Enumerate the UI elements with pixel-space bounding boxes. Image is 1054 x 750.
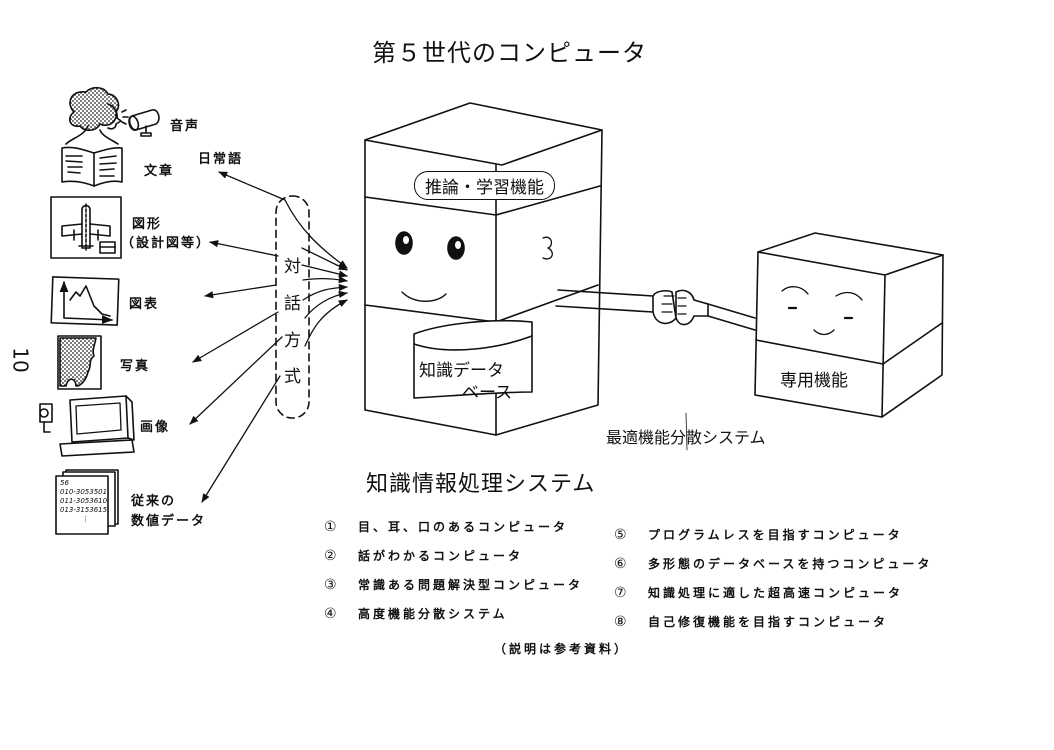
features-left: ① 目、耳、口のあるコンピュータ ② 話がわかるコンピュータ ③ 常識ある問題解決型コ… xyxy=(324,518,583,634)
dialogue-char-4: 式 xyxy=(284,362,301,387)
everyday-language-label: 日常語 xyxy=(198,152,244,167)
feature-num: ⑦ xyxy=(614,585,630,601)
speaking-person-icon xyxy=(65,86,129,145)
distribution-system-label: 最適機能分散システム xyxy=(606,428,766,447)
feature-item: ① 目、耳、口のあるコンピュータ xyxy=(324,518,583,547)
input-label-voice: 音声 xyxy=(170,119,201,134)
feature-item: ③ 常識ある問題解決型コンピュータ xyxy=(324,576,583,605)
dialogue-char-2: 話 xyxy=(284,289,301,314)
knowledge-db-label-2: ベース xyxy=(462,383,513,403)
feature-item: ⑧ 自己修復機能を目指すコンピュータ xyxy=(614,613,932,642)
feature-text: 話がわかるコンピュータ xyxy=(358,549,524,563)
feature-text: 自己修復機能を目指すコンピュータ xyxy=(648,615,889,629)
feature-num: ④ xyxy=(324,606,340,622)
page-title: 第５世代のコンピュータ xyxy=(372,39,647,67)
sheet-row: 011-3053610 xyxy=(60,497,108,505)
sheet-row: 010-3053501 xyxy=(60,488,108,496)
input-label-photo: 写真 xyxy=(120,359,151,374)
feature-num: ③ xyxy=(324,577,340,593)
sheet-row: ⋮ xyxy=(82,515,89,523)
feature-num: ⑧ xyxy=(614,614,630,630)
main-cube xyxy=(364,102,654,436)
input-label-figure: 図形 xyxy=(132,217,163,232)
input-label-figure-sub: （設計図等） xyxy=(121,236,212,251)
input-label-chart: 図表 xyxy=(129,297,160,312)
book-icon xyxy=(61,146,123,187)
data-sheets-icon xyxy=(55,469,119,535)
chart-icon xyxy=(50,276,120,326)
photo-icon xyxy=(57,335,102,390)
feature-text: 多形態のデータベースを持つコンピュータ xyxy=(648,557,933,571)
feature-num: ⑤ xyxy=(614,527,630,543)
divider-line xyxy=(685,412,688,451)
feature-item: ⑤ プログラムレスを目指すコンピュータ xyxy=(614,526,932,555)
input-label-image: 画像 xyxy=(140,420,171,435)
monitor-camera-icon xyxy=(39,395,135,457)
feature-item: ⑥ 多形態のデータベースを持つコンピュータ xyxy=(614,555,932,584)
dedicated-cube xyxy=(754,232,944,418)
system-title: 知識情報処理システム xyxy=(366,472,596,497)
feature-text: プログラムレスを目指すコンピュータ xyxy=(648,528,903,542)
microphone-icon xyxy=(128,109,160,137)
input-label-numeric-sub: 数値データ xyxy=(131,514,207,529)
dedicated-function-label: 専用機能 xyxy=(780,371,848,391)
sheet-row: 013-3153615 xyxy=(60,506,108,514)
handshake-fists-icon xyxy=(652,289,756,331)
dialogue-capsule xyxy=(275,195,310,419)
feature-num: ② xyxy=(324,548,340,564)
feature-text: 高度機能分散システム xyxy=(358,607,508,621)
input-arrows xyxy=(284,199,348,347)
feature-num: ⑥ xyxy=(614,556,630,572)
feature-item: ⑦ 知識処理に適した超高速コンピュータ xyxy=(614,584,932,613)
dialogue-char-3: 方 xyxy=(284,326,301,351)
input-label-numeric: 従来の xyxy=(131,494,177,509)
numeric-sheet-content: 56 010-3053501 011-3053610 013-3153615 ⋮ xyxy=(60,479,107,524)
reasoning-learning-badge: 推論・学習機能 xyxy=(414,171,555,200)
feature-num: ① xyxy=(324,519,340,535)
feature-text: 知識処理に適した超高速コンピュータ xyxy=(648,586,904,600)
dialogue-char-1: 対 xyxy=(284,252,301,277)
feature-item: ④ 高度機能分散システム xyxy=(324,605,583,634)
knowledge-db-label: 知識データ xyxy=(419,361,504,381)
footnote: （説明は参考資料） xyxy=(494,642,630,656)
output-arrows xyxy=(189,171,286,503)
feature-item: ② 話がわかるコンピュータ xyxy=(324,547,583,576)
feature-text: 常識ある問題解決型コンピュータ xyxy=(358,578,584,592)
feature-text: 目、耳、口のあるコンピュータ xyxy=(358,520,569,534)
page-number: 10 xyxy=(8,347,33,373)
input-label-text: 文章 xyxy=(144,164,175,179)
blueprint-icon xyxy=(50,196,122,259)
sheet-header: 56 xyxy=(60,479,69,487)
